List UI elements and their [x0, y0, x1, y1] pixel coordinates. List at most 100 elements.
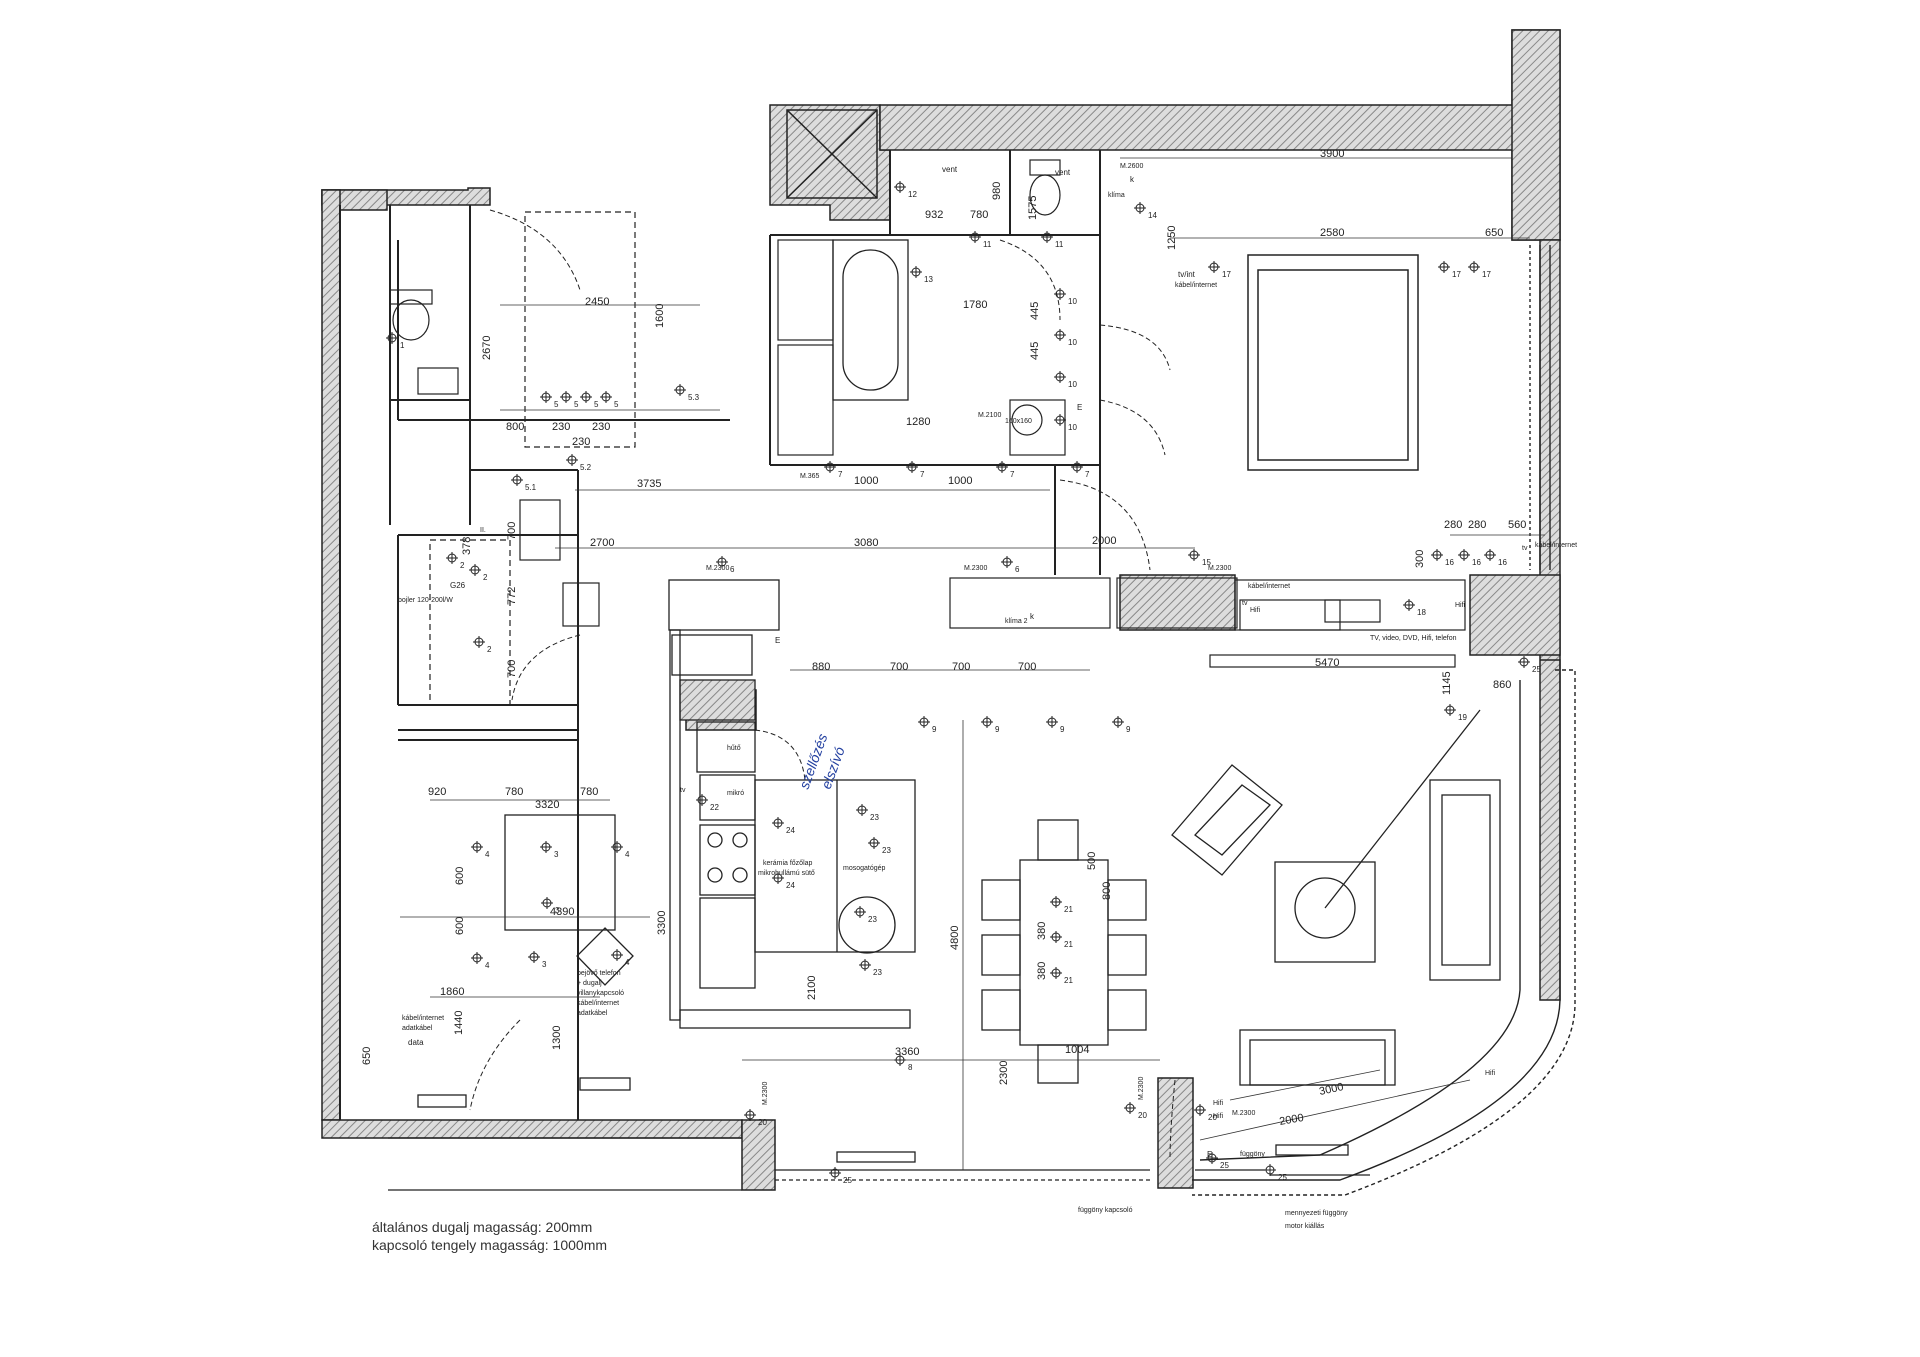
handwritten-note: szellőzés elszívó	[796, 731, 848, 791]
socket-height-note: általános dugalj magasság: 200mm	[372, 1219, 593, 1235]
dim-label: 650	[1485, 227, 1503, 239]
point-number: 11	[1055, 240, 1064, 249]
k-tag: k	[1030, 612, 1035, 621]
dim-label: 3080	[854, 537, 878, 549]
point-number: 25	[1220, 1161, 1229, 1170]
point-number: 4	[485, 961, 490, 970]
dim-label: 2450	[585, 296, 609, 308]
doors	[469, 209, 1176, 1161]
office-furniture	[504, 814, 634, 986]
toilet-2	[389, 289, 433, 341]
sink-hall	[417, 367, 459, 395]
room-tag: II.	[480, 527, 486, 534]
dim-label: 3360	[895, 1046, 919, 1058]
oven-label: mikrohullámú sütő	[758, 870, 815, 877]
microwave-label: mikró	[727, 790, 744, 797]
height-label: M.2300	[1138, 1077, 1145, 1100]
point-number: 1	[400, 341, 405, 350]
data-label: data	[408, 1038, 424, 1047]
dim-label: 920	[428, 786, 446, 798]
hifi-label: Hifi	[1213, 1113, 1224, 1120]
bed	[1247, 254, 1419, 471]
point-number: 5.3	[688, 393, 700, 402]
dim-label: 2670	[481, 336, 493, 360]
dim-label: 2700	[590, 537, 614, 549]
dim-label: 1440	[453, 1011, 465, 1035]
cable-label: kábel/internet	[1175, 282, 1217, 289]
light-shaft	[786, 109, 878, 199]
dim-label: 1280	[906, 416, 930, 428]
dim-label: 1250	[1166, 226, 1178, 250]
dim-label: 230	[572, 436, 590, 448]
point-number: 18	[1417, 608, 1426, 617]
point-number: 10	[1068, 423, 1077, 432]
dim-label: 230	[592, 421, 610, 433]
dim-label: 780	[505, 786, 523, 798]
point-number: 16	[1445, 558, 1454, 567]
dim-label: 700	[890, 661, 908, 673]
hifi-label: Hifi	[1250, 607, 1261, 614]
point-number: 5	[574, 400, 579, 409]
dim-label: 230	[552, 421, 570, 433]
point-number: 25	[1532, 665, 1541, 674]
dim-label: 1860	[440, 986, 464, 998]
dimension-labels: 3900 2580 650 1250 2450 1600 2670 800 23…	[361, 148, 1526, 1128]
dining-table	[981, 819, 1147, 1084]
point-number: 13	[924, 275, 933, 284]
point-number: 4	[485, 850, 490, 859]
dim-label: 3000	[1318, 1081, 1344, 1098]
dim-label: 280	[1444, 519, 1462, 531]
point-number: 24	[786, 826, 795, 835]
kitchen-island	[754, 779, 916, 954]
socket-numbers: 12 11 11 14 13 10 10 10 10 17 17 17 7 7 …	[400, 190, 1541, 1185]
point-number: 5.2	[580, 463, 592, 472]
cable-label: kábel/internet	[577, 1000, 619, 1007]
point-number: 9	[995, 725, 1000, 734]
cable-label: kábel/internet	[1248, 583, 1290, 590]
height-label: M.2300	[706, 565, 729, 572]
dim-label: 800	[506, 421, 524, 433]
dim-label: 780	[580, 786, 598, 798]
motor-label: motor kiállás	[1285, 1223, 1325, 1230]
point-number: 23	[882, 846, 891, 855]
dim-label: 380	[1036, 922, 1048, 940]
height-label: M.2600	[1120, 163, 1143, 170]
hifi-label: Hifi	[1455, 602, 1466, 609]
dim-label: 700	[506, 522, 518, 540]
point-number: 8	[908, 1063, 913, 1072]
dim-label: 445	[1029, 342, 1041, 360]
dim-label: 1145	[1441, 671, 1453, 695]
point-number: 16	[1498, 558, 1507, 567]
dim-label: 4800	[949, 926, 961, 950]
point-number: 15	[1202, 558, 1211, 567]
annotation-labels: vent vent klíma M.2600 tv/int kábel/inte…	[398, 163, 1577, 1230]
toilet-1	[1029, 159, 1061, 216]
klima-label: klíma	[1108, 192, 1125, 199]
dim-label: 700	[952, 661, 970, 673]
cable-label: kábel/internet	[402, 1015, 444, 1022]
point-number: 7	[1010, 470, 1015, 479]
g26-tag: G26	[450, 581, 466, 590]
data-cable-label: adatkábel	[402, 1025, 433, 1032]
point-number: 3	[554, 850, 559, 859]
height-label: M.2100	[978, 412, 1001, 419]
point-number: 3	[555, 906, 560, 915]
height-label: M.365	[800, 473, 820, 480]
switch-label: villanykapcsoló	[577, 990, 624, 997]
boiler-label: bojler 120-200l/W	[398, 597, 453, 604]
hob-label: kerámia főzőlap	[763, 860, 813, 867]
curtain-label: függöny	[1240, 1151, 1265, 1158]
height-label: M.2300	[762, 1082, 769, 1105]
dim-label: 560	[1508, 519, 1526, 531]
ceiling-curtain-label: mennyezeti függöny	[1285, 1210, 1348, 1217]
point-number: 25	[1278, 1173, 1287, 1182]
dim-label: 1000	[948, 475, 972, 487]
dim-label: 772	[506, 587, 518, 605]
exterior-walls	[321, 29, 1561, 1191]
dim-label: 1000	[854, 475, 878, 487]
point-number: 5	[614, 400, 619, 409]
tv-int-label: tv/int	[1178, 270, 1196, 279]
point-number: 19	[1458, 713, 1467, 722]
switch-height-note: kapcsoló tengely magasság: 1000mm	[372, 1237, 608, 1253]
point-number: 23	[870, 813, 879, 822]
